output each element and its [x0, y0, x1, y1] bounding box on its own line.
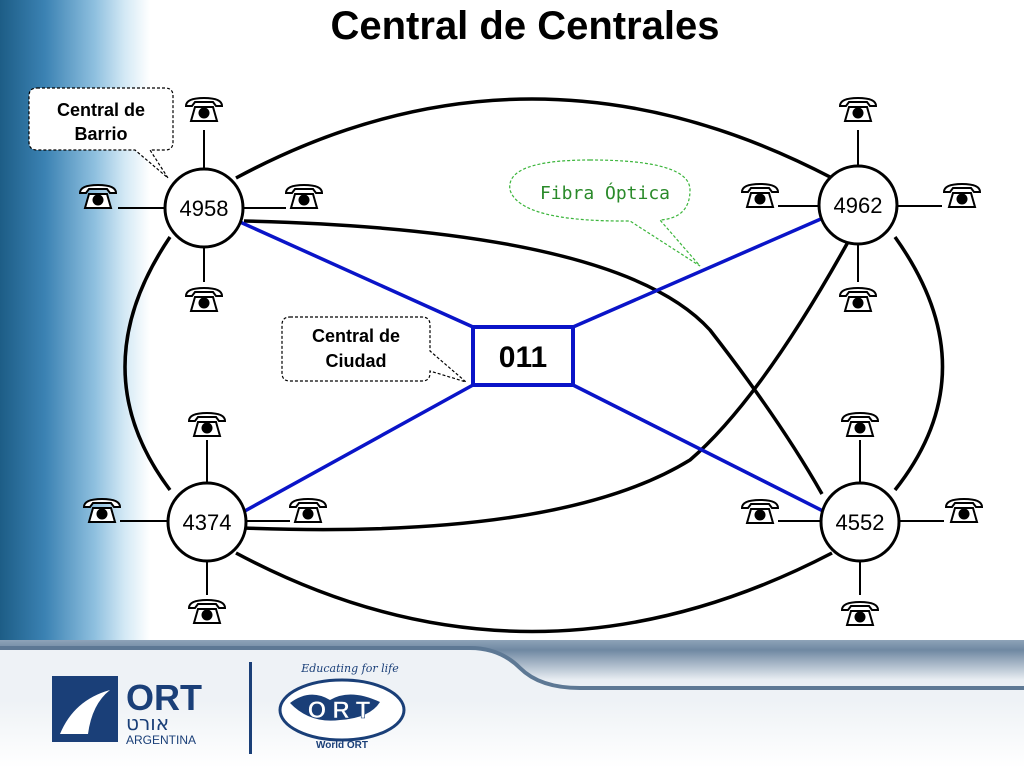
callout-line: Central de	[57, 100, 145, 120]
node-4958: 4958	[163, 167, 245, 249]
fiber-4374-hub	[242, 383, 474, 514]
telephone-icon	[943, 183, 981, 208]
telephone-icon	[185, 287, 223, 312]
node-label: 4374	[183, 510, 232, 535]
fiber-4958-hub	[239, 220, 474, 329]
telephone-icon	[79, 184, 117, 209]
node-4374: 4374	[166, 481, 248, 563]
fiber-links	[239, 213, 831, 514]
copper-links	[123, 97, 945, 634]
link-4962-4374	[243, 241, 850, 532]
telephone-icon	[841, 412, 879, 437]
node-label: 4552	[836, 510, 885, 535]
callout-line: Barrio	[74, 124, 127, 144]
link-4958-4552	[243, 219, 824, 495]
world-ort-caption: World ORT	[316, 740, 368, 750]
callout-fibra-optica: Fibra Óptica	[509, 159, 701, 267]
telephone-icon	[741, 183, 779, 208]
callout-line: Fibra Óptica	[540, 182, 670, 204]
node-4962: 4962	[817, 164, 899, 246]
telephone-icon	[841, 601, 879, 626]
callout-central-de-barrio: Central de Barrio	[28, 87, 174, 179]
telephone-icon	[289, 498, 327, 523]
hub-011: 011	[471, 325, 575, 387]
footer-wave	[0, 646, 1024, 700]
telephone-icon	[945, 498, 983, 523]
link-4962-4552	[893, 235, 945, 492]
telephone-icon	[83, 498, 121, 523]
telephone-icon	[188, 412, 226, 437]
phone-stubs	[118, 130, 944, 595]
ort-country: ARGENTINA	[126, 733, 196, 747]
telephone-icon	[741, 499, 779, 524]
link-4958-4374	[123, 236, 172, 492]
link-4374-4552	[235, 551, 833, 634]
node-label: 4962	[834, 193, 883, 218]
link-4958-4962	[235, 97, 833, 180]
telephone-icon	[185, 97, 223, 122]
logo-divider	[249, 662, 252, 754]
telephone-icon	[839, 287, 877, 312]
node-label: 4958	[180, 196, 229, 221]
ort-hebrew: אורט	[126, 711, 169, 735]
telephone-icon	[839, 97, 877, 122]
world-ort-logo: Educating for life ORT World ORT	[278, 662, 406, 750]
page-title: Central de Centrales	[330, 4, 720, 48]
telephone-icon	[285, 184, 323, 209]
ort-argentina-logo: ORT אורט ARGENTINA	[52, 676, 202, 747]
callout-central-de-ciudad: Central de Ciudad	[281, 316, 467, 383]
callout-line: Central de	[312, 326, 400, 346]
fiber-4962-hub	[572, 213, 831, 329]
node-4552: 4552	[819, 481, 901, 563]
exchange-nodes: 4958 4962 4374 4552 011	[163, 164, 901, 563]
world-ort-word: ORT	[308, 697, 377, 724]
world-ort-motto: Educating for life	[300, 662, 399, 675]
hub-label: 011	[499, 341, 547, 374]
telephone-icon	[188, 599, 226, 624]
fiber-4552-hub	[572, 383, 826, 514]
callout-line: Ciudad	[326, 351, 387, 371]
ort-word: ORT	[126, 677, 202, 718]
